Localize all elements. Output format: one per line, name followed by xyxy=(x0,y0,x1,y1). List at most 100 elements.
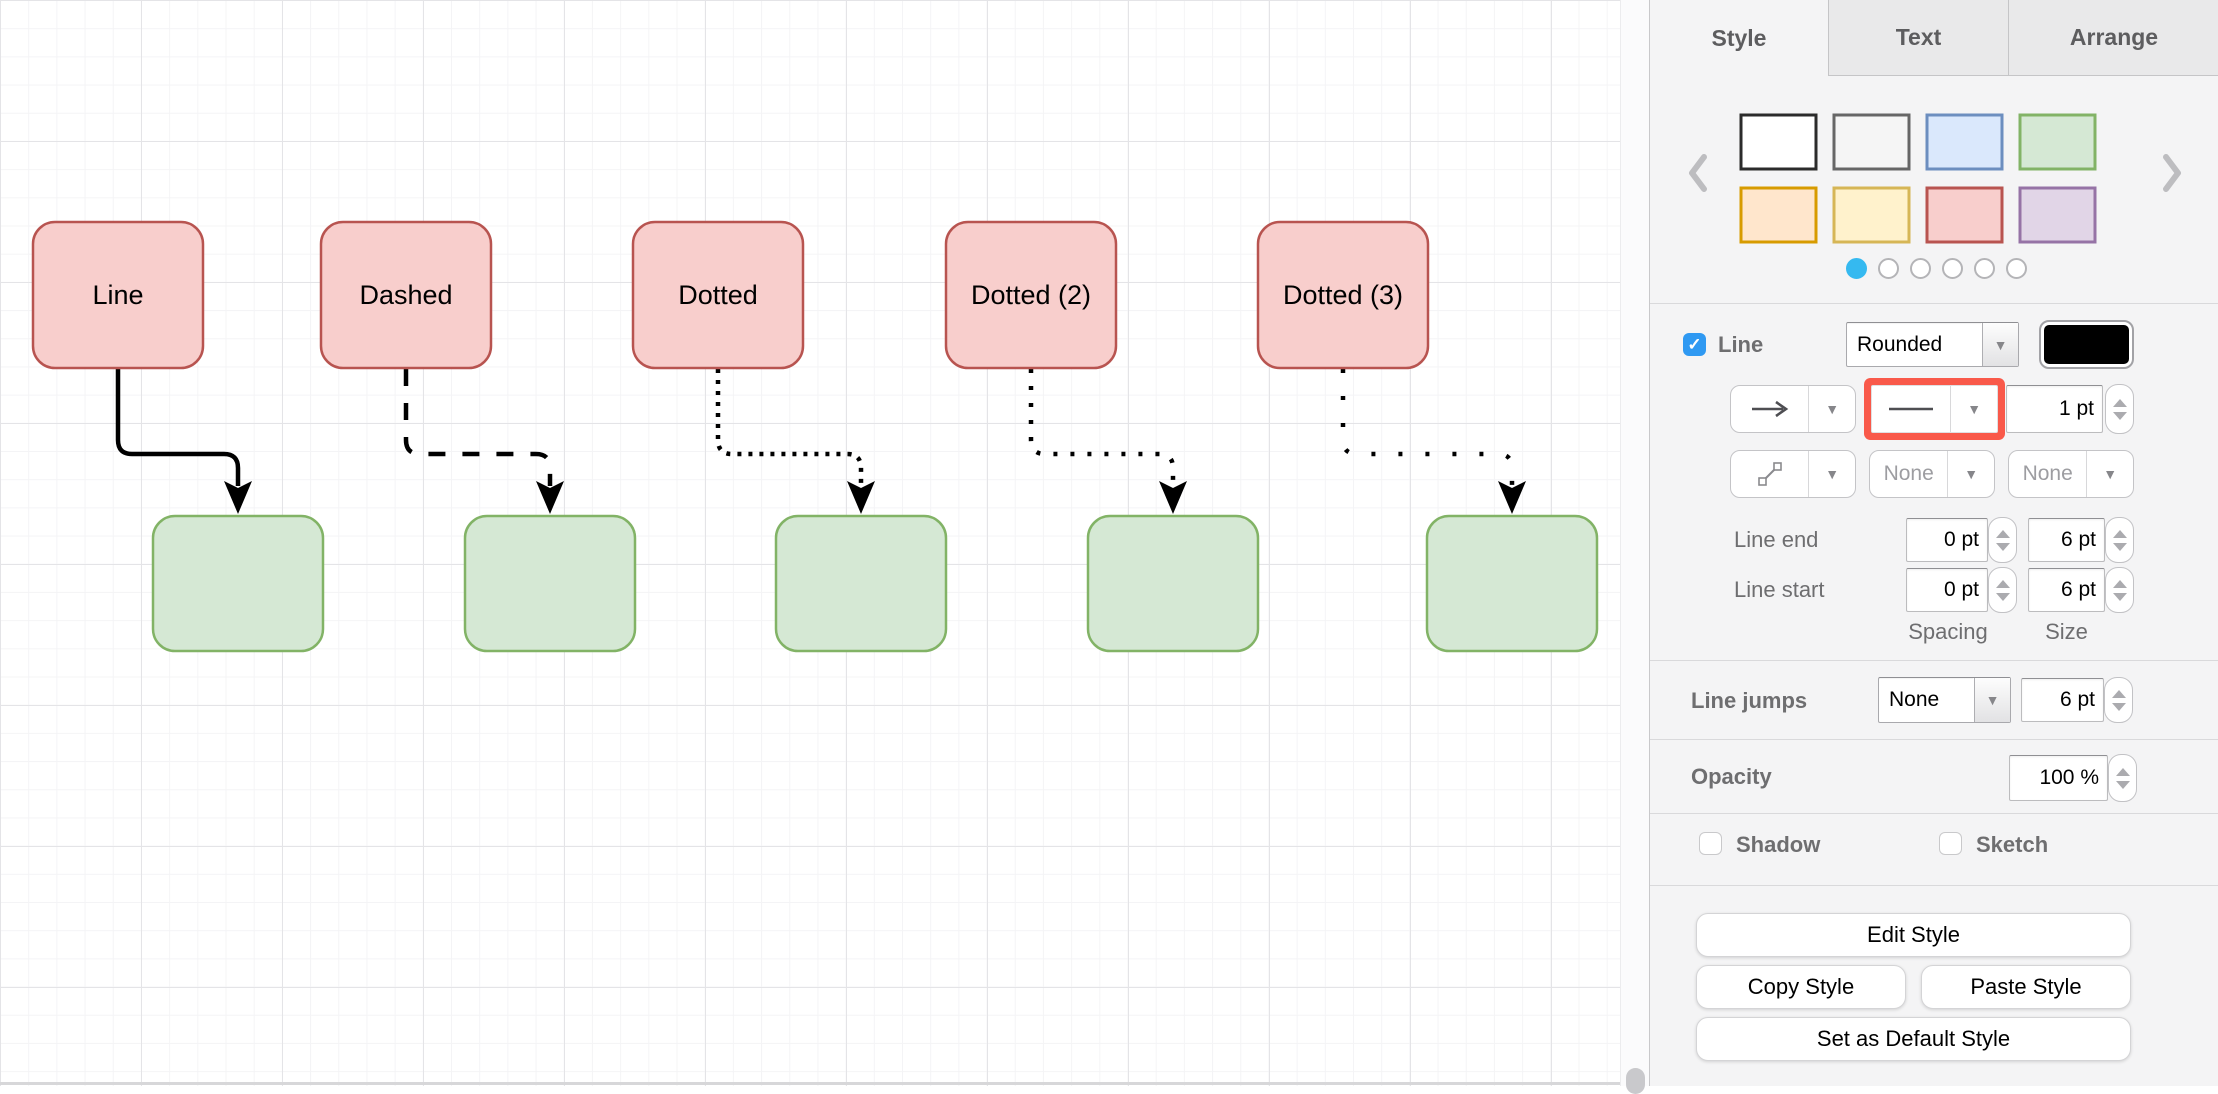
line-start-size-stepper[interactable] xyxy=(2105,567,2134,613)
line-jumps-size-stepper[interactable] xyxy=(2104,677,2133,723)
swatch-page-dot-1[interactable] xyxy=(1846,258,1867,279)
node-label: Dotted xyxy=(678,280,758,310)
opacity-stepper[interactable] xyxy=(2108,754,2137,802)
stepper-down-icon xyxy=(2111,702,2126,711)
edge-dotted[interactable] xyxy=(715,369,864,486)
size-label: Size xyxy=(2045,619,2088,644)
opacity-input[interactable]: 100 % xyxy=(2009,755,2108,801)
source-node-dotted[interactable] xyxy=(631,220,805,370)
stepper-up-icon xyxy=(2112,398,2127,407)
style-swatch-red[interactable] xyxy=(1925,186,2004,244)
paste-style-button[interactable]: Paste Style xyxy=(1921,965,2131,1009)
source-node-dotted-2[interactable] xyxy=(944,220,1118,370)
line-jumps-select[interactable]: None ▼ xyxy=(1878,677,2011,723)
copy-style-button[interactable]: Copy Style xyxy=(1696,965,1906,1009)
tab-style[interactable]: Style xyxy=(1711,24,1767,51)
line-end-size-input[interactable]: 6 pt xyxy=(2028,518,2105,562)
target-node-dotted-2[interactable] xyxy=(1086,514,1260,653)
line-start-fill-dropdown[interactable]: None ▼ xyxy=(1869,450,1995,498)
swatch-page-dot-3[interactable] xyxy=(1910,258,1931,279)
line-corner-style-select[interactable]: Rounded ▼ xyxy=(1846,322,2019,367)
style-swatch-blue[interactable] xyxy=(1925,113,2004,171)
stepper-up-icon xyxy=(2112,579,2127,588)
style-swatch-green[interactable] xyxy=(2018,113,2097,171)
line-start-spacing-input[interactable]: 0 pt xyxy=(1906,568,1988,612)
style-swatch-yellow[interactable] xyxy=(1832,186,1911,244)
swatch-page-dot-5[interactable] xyxy=(1974,258,1995,279)
caret-down-icon: ▼ xyxy=(1974,678,2010,722)
caret-down-icon: ▼ xyxy=(2086,451,2133,497)
solid-line-icon xyxy=(1872,386,1950,432)
source-node-dashed[interactable] xyxy=(319,220,493,370)
edge-dotted-2[interactable] xyxy=(1028,369,1176,486)
section-divider xyxy=(1650,303,2218,304)
line-start-label: Line start xyxy=(1734,577,1825,602)
line-jumps-value: None xyxy=(1889,688,1940,711)
diagram-canvas[interactable]: Line Dashed Dotted Dotted (2) Dotted (3) xyxy=(0,0,1620,1086)
connection-arrow-button[interactable]: ▼ xyxy=(1730,385,1856,433)
edit-style-button[interactable]: Edit Style xyxy=(1696,913,2131,957)
swatch-page-dot-6[interactable] xyxy=(2006,258,2027,279)
line-start-spacing-stepper[interactable] xyxy=(1988,567,2017,613)
line-start-size-input[interactable]: 6 pt xyxy=(2028,568,2105,612)
caret-down-icon: ▼ xyxy=(1950,386,1997,432)
line-jumps-label: Line jumps xyxy=(1691,688,1808,713)
tab-text[interactable]: Text xyxy=(1828,0,2008,76)
line-section-label: Line xyxy=(1718,331,1764,357)
swatch-next-button[interactable] xyxy=(2158,145,2186,201)
edge-solid[interactable] xyxy=(115,369,241,486)
source-node-line[interactable] xyxy=(31,220,205,370)
scrollbar-thumb[interactable] xyxy=(1626,1068,1645,1094)
line-end-spacing-input[interactable]: 0 pt xyxy=(1906,518,1988,562)
caret-down-icon: ▼ xyxy=(1808,386,1855,432)
target-node-dotted[interactable] xyxy=(774,514,948,653)
chevron-right-icon xyxy=(2163,154,2181,192)
node-label: Dashed xyxy=(359,280,452,310)
line-end-fill-dropdown[interactable]: None ▼ xyxy=(2008,450,2134,498)
style-swatch-gray[interactable] xyxy=(1832,113,1911,171)
target-node-dotted-3[interactable] xyxy=(1425,514,1599,653)
stepper-down-icon xyxy=(2112,542,2127,551)
caret-down-icon: ▼ xyxy=(1808,451,1855,497)
chevron-left-icon xyxy=(1689,154,1707,192)
caret-down-icon: ▼ xyxy=(1947,451,1994,497)
arrowhead xyxy=(847,481,875,514)
caret-down-icon: ▼ xyxy=(1982,323,2018,366)
style-swatch-orange[interactable] xyxy=(1739,186,1818,244)
sketch-label: Sketch xyxy=(1976,832,2049,857)
stroke-width-stepper[interactable] xyxy=(2105,384,2134,434)
style-swatch-white[interactable] xyxy=(1739,113,1818,171)
style-swatch-purple[interactable] xyxy=(2018,186,2097,244)
edge-dashed[interactable] xyxy=(403,369,553,486)
stepper-down-icon xyxy=(1995,592,2010,601)
edge-dotted-3[interactable] xyxy=(1340,369,1515,486)
swatch-page-dot-2[interactable] xyxy=(1878,258,1899,279)
line-color-button[interactable] xyxy=(2039,320,2134,369)
sketch-checkbox[interactable] xyxy=(1939,832,1962,855)
waypoints-button[interactable]: ▼ xyxy=(1730,450,1856,498)
line-style-dropdown-highlighted[interactable]: ▼ xyxy=(1871,385,1998,433)
stepper-down-icon xyxy=(2112,592,2127,601)
section-divider xyxy=(1650,660,2218,661)
line-checkbox[interactable]: ✓ xyxy=(1683,333,1706,356)
set-default-style-button[interactable]: Set as Default Style xyxy=(1696,1017,2131,1061)
stroke-width-input[interactable]: 1 pt xyxy=(2006,385,2103,433)
target-node-line[interactable] xyxy=(151,514,325,653)
corner-style-value: Rounded xyxy=(1857,332,1943,356)
line-end-size-stepper[interactable] xyxy=(2105,517,2134,563)
section-divider xyxy=(1650,885,2218,886)
swatch-page-dot-4[interactable] xyxy=(1942,258,1963,279)
line-jumps-size-input[interactable]: 6 pt xyxy=(2021,678,2104,722)
line-end-label: Line end xyxy=(1734,527,1819,552)
source-node-dotted-3[interactable] xyxy=(1256,220,1430,370)
section-divider xyxy=(1650,813,2218,814)
shadow-label: Shadow xyxy=(1736,832,1821,857)
tab-arrange[interactable]: Arrange xyxy=(2008,0,2218,76)
arrow-right-icon xyxy=(1731,386,1808,432)
arrowhead xyxy=(224,481,252,514)
canvas-vertical-scrollbar[interactable] xyxy=(1620,0,1649,1094)
shadow-checkbox[interactable] xyxy=(1699,832,1722,855)
line-end-spacing-stepper[interactable] xyxy=(1988,517,2017,563)
target-node-dashed[interactable] xyxy=(463,514,637,653)
swatch-prev-button[interactable] xyxy=(1684,145,1712,201)
